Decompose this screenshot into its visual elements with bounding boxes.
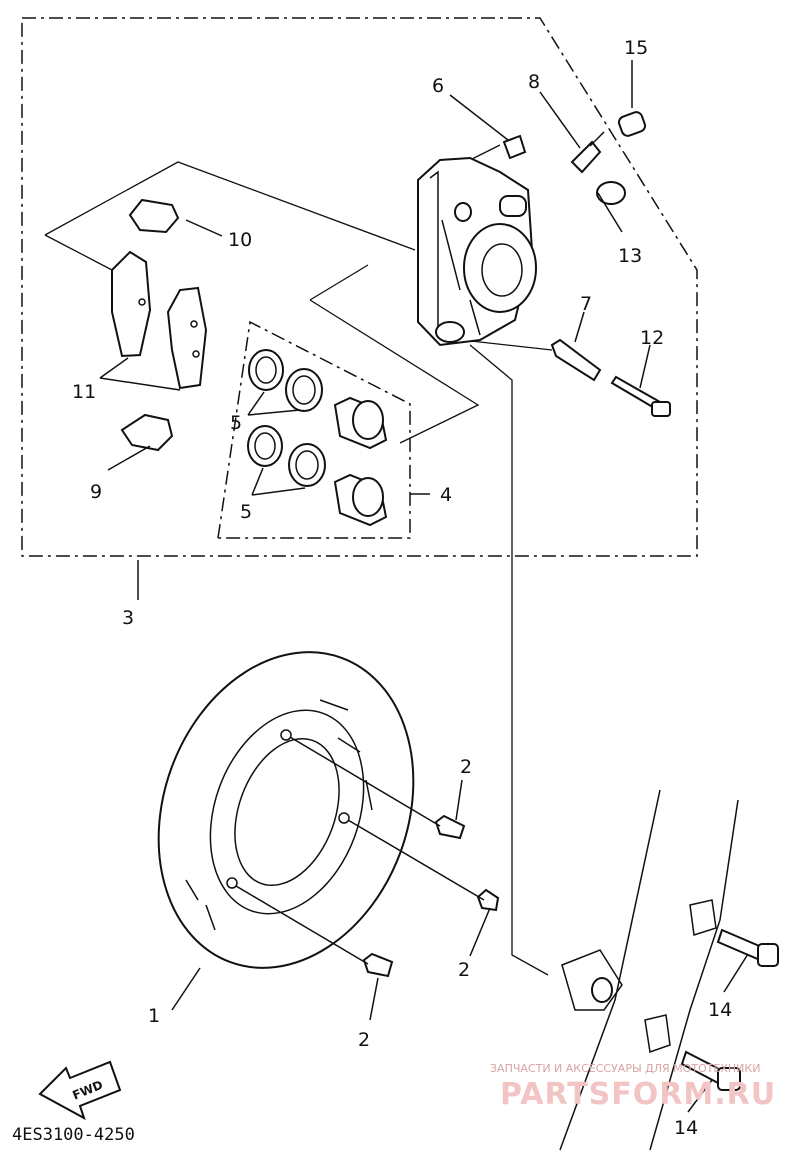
callout-10: 10: [228, 229, 252, 251]
callout-8: 8: [528, 71, 540, 93]
watermark-brand: PARTSFORM.RU: [500, 1077, 776, 1112]
brake-pad-right: [166, 286, 208, 390]
callout-3: 3: [122, 607, 134, 629]
callout-14a: 14: [708, 999, 732, 1021]
callout-9: 9: [90, 481, 102, 503]
callout-6: 6: [432, 75, 444, 97]
pad-spring-10: [128, 198, 180, 234]
fwd-arrow: FWD: [38, 1060, 122, 1121]
caliper-body: [417, 156, 537, 347]
callout-13: 13: [618, 245, 642, 267]
bleeder-cap: [502, 134, 527, 160]
callout-5b: 5: [240, 501, 252, 523]
brake-disc: [157, 651, 415, 969]
callout-4: 4: [440, 484, 452, 506]
callout-1: 1: [148, 1005, 160, 1027]
bolt-12: [610, 375, 671, 417]
callout-2b: 2: [458, 959, 470, 981]
pad-spring-9: [120, 413, 174, 452]
pad-plane-lines: [44, 144, 501, 444]
pin-7: [550, 338, 602, 382]
diagram-code: 4ES3100-4250: [12, 1125, 135, 1145]
callout-11: 11: [72, 381, 96, 403]
caliper-assembly-outline: [21, 17, 698, 557]
callout-12: 12: [640, 327, 664, 349]
callout-5a: 5: [230, 412, 242, 434]
callout-2a: 2: [460, 756, 472, 778]
watermark-tagline: ЗАПЧАСТИ И АКСЕССУАРЫ ДЛЯ МОТОТЕХНИКИ: [490, 1062, 760, 1075]
seal-kit: [247, 349, 326, 487]
cap-15: [617, 111, 647, 137]
pistons: [333, 396, 388, 527]
fork-leg: [559, 789, 739, 1151]
seal-kit-outline: [217, 320, 411, 539]
callout-2c: 2: [358, 1029, 370, 1051]
fork-bolts: [680, 928, 779, 1091]
callout-15: 15: [624, 37, 648, 59]
callout-14b: 14: [674, 1117, 698, 1139]
bleed-screw: [570, 131, 605, 174]
caliper-mount-line: [469, 344, 549, 976]
cap-13: [596, 181, 626, 205]
callout-7: 7: [580, 293, 592, 315]
pin-line: [461, 339, 553, 351]
leader-lines: [99, 60, 749, 1113]
brake-pad-left: [111, 250, 152, 358]
disc-screws: [235, 736, 500, 978]
